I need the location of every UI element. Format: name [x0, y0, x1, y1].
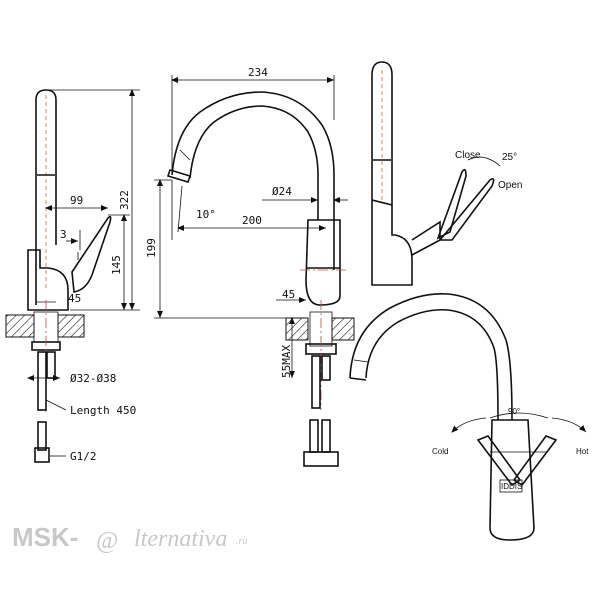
detail-lever-closed: [436, 168, 467, 240]
dim-234: 234: [248, 66, 268, 79]
dim-thread: G1/2: [70, 450, 97, 463]
side-view: 322 145 99 3 45 Ø32-Ø38 Length 450 G1: [5, 89, 140, 463]
top-handle-hot: [512, 435, 558, 487]
angle-25-label: 25°: [502, 152, 517, 163]
dim-322: 322: [118, 190, 131, 210]
side-lever: [71, 215, 112, 293]
front-hose-end-1: [309, 419, 319, 453]
side-hose-nut: [34, 447, 50, 463]
open-label: Open: [498, 180, 522, 191]
top-spout-tip: [349, 377, 367, 381]
detail-body: [371, 199, 413, 286]
top-view: IDDIS 90° Cold Hot: [349, 292, 589, 541]
top-spout-ring: [353, 359, 369, 363]
dim-199: 199: [145, 238, 158, 258]
dim-10deg: 10°: [196, 208, 216, 221]
dim-24: Ø24: [272, 185, 292, 198]
top-spout-outer: [349, 292, 513, 421]
dim-45-front: 45: [282, 288, 295, 301]
side-hose-end: [37, 421, 47, 451]
top-body: [489, 419, 535, 541]
cold-label: Cold: [432, 447, 448, 456]
front-spout-ring: [179, 149, 191, 161]
dim-hole: Ø32-Ø38: [70, 372, 116, 385]
rotation-90-label: 90°: [508, 407, 520, 416]
front-view: 234 Ø24 10° 200 199 45 55MAX: [145, 66, 355, 467]
front-body: [305, 219, 341, 306]
side-spout-outline: [35, 89, 57, 305]
front-hose-1: [311, 355, 321, 409]
front-hose-end-2: [321, 419, 331, 453]
dim-200: 200: [242, 214, 262, 227]
dim-145: 145: [110, 255, 123, 275]
rotation-arc: [489, 412, 549, 419]
front-hose-nuts: [303, 451, 339, 467]
detail-lever-open: [438, 178, 495, 241]
detail-angle-arc: [467, 156, 501, 167]
dim-45-side: 45: [68, 292, 81, 305]
lever-detail-view: Close 25° Open: [371, 61, 522, 286]
side-hose-2: [46, 351, 56, 379]
angle-line: [177, 185, 183, 233]
watermark: MSK- @ lternativa .ru: [12, 522, 247, 554]
close-label: Close: [455, 150, 481, 161]
cold-arrow: [451, 417, 487, 433]
top-handle-cold: [476, 435, 522, 487]
front-spout-outer: [171, 91, 335, 270]
front-countertop-left: [285, 317, 309, 341]
dim-55max: 55MAX: [280, 345, 293, 378]
front-countertop-right: [331, 317, 355, 341]
dim-length: Length 450: [70, 404, 136, 417]
brand-mark: IDDIS: [501, 482, 522, 491]
dim-3: 3: [60, 228, 67, 241]
hot-label: Hot: [576, 447, 589, 456]
detail-lever-base: [411, 220, 441, 256]
watermark-tld: .ru: [236, 536, 247, 547]
watermark-at-symbol: @: [96, 528, 118, 554]
detail-spout: [371, 61, 393, 205]
hot-arrow: [551, 417, 587, 433]
front-spout-inner: [189, 105, 319, 220]
top-brand-plate: [499, 479, 523, 493]
dim-99: 99: [70, 194, 83, 207]
side-countertop-left: [5, 314, 35, 338]
watermark-prefix: MSK-: [12, 522, 78, 552]
front-spout-tip: [166, 169, 192, 183]
leader-length: [45, 399, 67, 411]
front-hose-2: [321, 355, 331, 381]
side-body: [27, 249, 69, 311]
watermark-suffix: lternativa: [134, 526, 227, 552]
side-hose-1: [37, 351, 47, 411]
top-spout-inner: [365, 308, 499, 421]
side-countertop-right: [57, 314, 85, 338]
